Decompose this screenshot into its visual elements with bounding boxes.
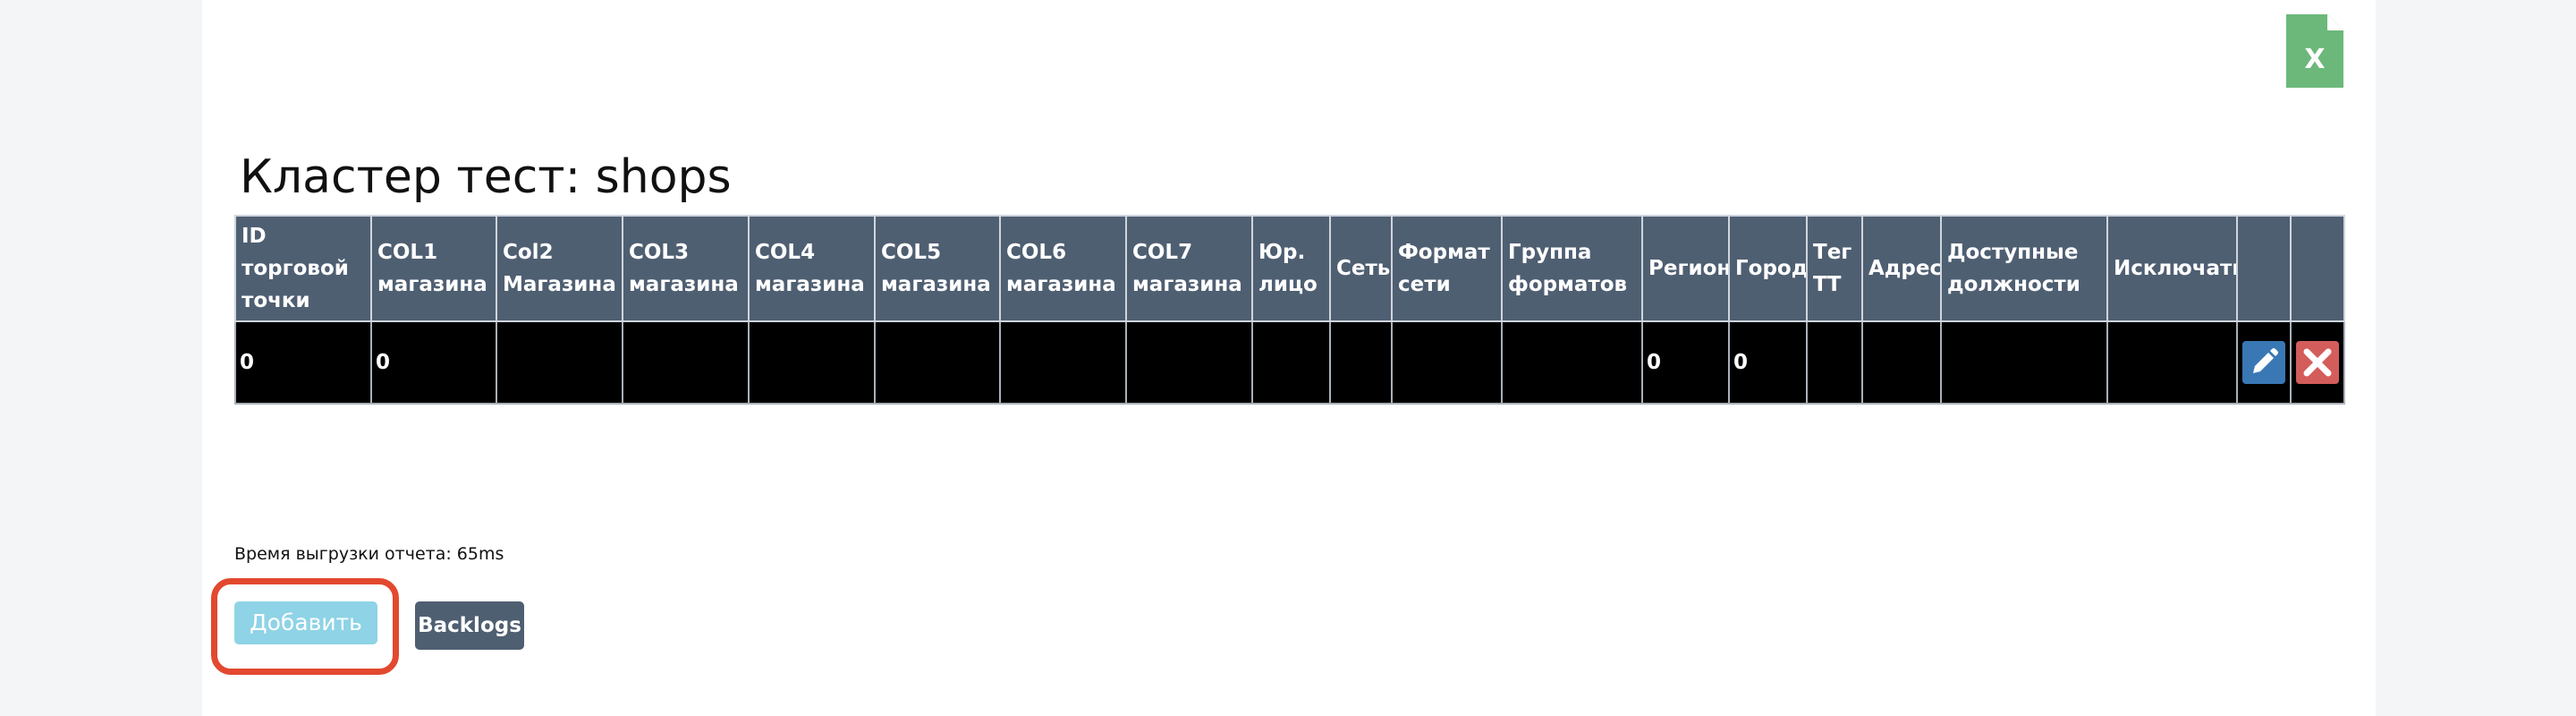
cell-address	[1861, 320, 1942, 405]
pencil-icon	[2253, 348, 2278, 373]
column-header-col1[interactable]: COL1 магазина	[370, 215, 497, 322]
cell-tag	[1806, 320, 1863, 405]
cell-delete	[2290, 320, 2345, 405]
add-button[interactable]: Добавить	[234, 601, 377, 644]
column-header-exclude[interactable]: Исключать	[2106, 215, 2238, 322]
column-header-col3[interactable]: COL3 магазина	[622, 215, 750, 322]
edit-button[interactable]	[2242, 341, 2285, 384]
cell-region: 0	[1641, 320, 1730, 405]
page-title: Кластер тест: shops	[240, 150, 732, 204]
cell-network-format	[1391, 320, 1503, 405]
backlogs-button[interactable]: Backlogs	[415, 601, 524, 650]
excel-file-letter: X	[2304, 44, 2325, 75]
close-icon	[2303, 348, 2332, 377]
column-header-address[interactable]: Адрес	[1861, 215, 1942, 322]
cell-format-group	[1501, 320, 1643, 405]
column-header-delete	[2290, 215, 2345, 322]
cell-col6	[999, 320, 1127, 405]
cell-edit	[2236, 320, 2292, 405]
column-header-col7[interactable]: COL7 магазина	[1125, 215, 1253, 322]
column-header-tag[interactable]: Тег ТТ	[1806, 215, 1863, 322]
cell-col4	[748, 320, 876, 405]
excel-file-icon[interactable]: X	[2286, 14, 2343, 88]
column-header-network[interactable]: Сеть	[1329, 215, 1393, 322]
cell-col5	[874, 320, 1001, 405]
column-header-city[interactable]: Город	[1728, 215, 1808, 322]
table-header-row: ID торговой точки COL1 магазина Col2 Маг…	[234, 215, 2345, 322]
cell-positions	[1940, 320, 2108, 405]
table-row: 0 0 0 0	[234, 320, 2345, 405]
export-time-text: Время выгрузки отчета: 65ms	[234, 544, 504, 564]
cell-exclude	[2106, 320, 2238, 405]
add-button-highlight	[211, 578, 399, 675]
column-header-id[interactable]: ID торговой точки	[234, 215, 372, 322]
cell-id: 0	[234, 320, 372, 405]
data-table-container: ID торговой точки COL1 магазина Col2 Маг…	[234, 215, 2345, 405]
column-header-legal-entity[interactable]: Юр. лицо	[1251, 215, 1331, 322]
cell-city: 0	[1728, 320, 1808, 405]
cell-network	[1329, 320, 1393, 405]
column-header-positions[interactable]: Доступные должности	[1940, 215, 2108, 322]
cell-col1: 0	[370, 320, 497, 405]
column-header-col5[interactable]: COL5 магазина	[874, 215, 1001, 322]
cell-col2	[496, 320, 623, 405]
column-header-network-format[interactable]: Формат сети	[1391, 215, 1503, 322]
cell-col7	[1125, 320, 1253, 405]
shops-table: ID торговой точки COL1 магазина Col2 Маг…	[234, 215, 2345, 405]
column-header-col6[interactable]: COL6 магазина	[999, 215, 1127, 322]
delete-button[interactable]	[2296, 341, 2339, 384]
cell-legal-entity	[1251, 320, 1331, 405]
excel-file-glyph: X	[2286, 14, 2343, 88]
column-header-edit	[2236, 215, 2292, 322]
cell-col3	[622, 320, 750, 405]
column-header-col4[interactable]: COL4 магазина	[748, 215, 876, 322]
column-header-region[interactable]: Регион	[1641, 215, 1730, 322]
column-header-format-group[interactable]: Группа форматов	[1501, 215, 1643, 322]
column-header-col2[interactable]: Col2 Магазина	[496, 215, 623, 322]
